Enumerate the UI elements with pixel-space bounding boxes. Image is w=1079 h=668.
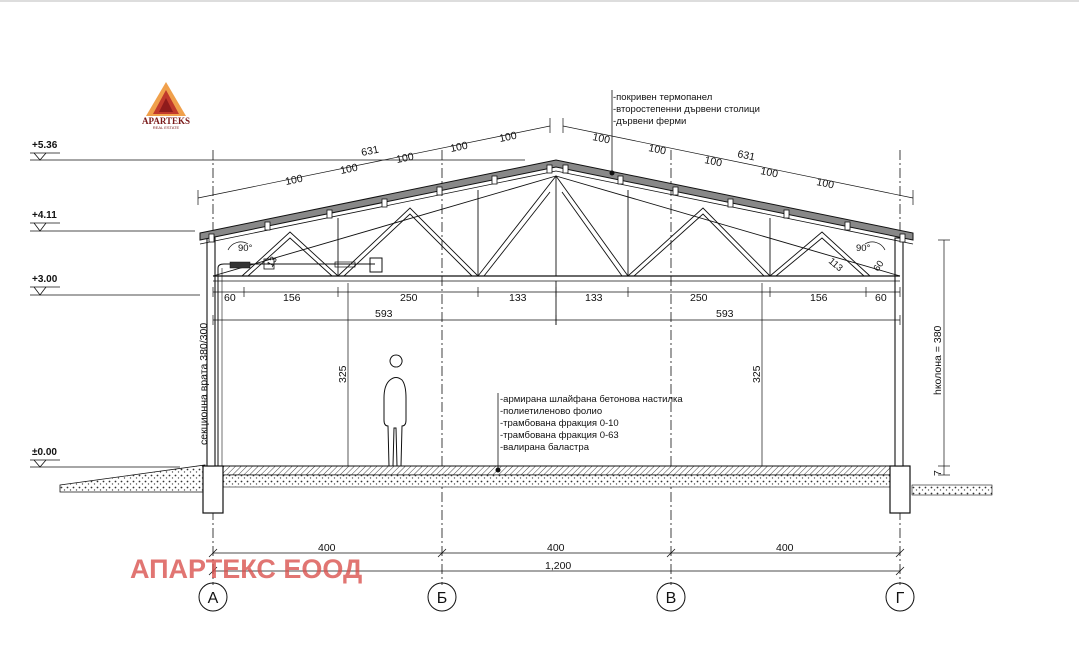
height-left-clear: 325: [337, 365, 349, 383]
roof-dim-left-seg-3: 100: [395, 151, 415, 166]
left-ramp: [59, 464, 206, 493]
roof-dims-right: 100 100 100 100 100 631: [562, 118, 914, 205]
roof-panel: [199, 159, 914, 241]
roof-note-panel: -покривен термопанел: [613, 92, 712, 103]
floor-note-2: -полиетиленово фолио: [500, 406, 602, 417]
floor-gravel: [221, 474, 891, 488]
svg-text:+5.36: +5.36: [32, 140, 58, 151]
logo-text: APARTEKS: [142, 116, 190, 126]
base-height: 7: [932, 470, 944, 476]
roof-dim-right-seg-1: 100: [591, 131, 611, 146]
axis-label-v: В: [666, 590, 677, 607]
angle-left: 90°: [238, 243, 253, 254]
level-mark-000: ±0.00: [30, 447, 180, 468]
grid-dims: 400 400 400 1,200: [208, 542, 905, 576]
floor-notes: -армирана шлайфана бетонова настилка -по…: [495, 393, 683, 473]
level-mark-411: +4.11: [30, 210, 195, 232]
sectional-door: [217, 257, 383, 466]
floor-note-4: -трамбована фракция 0-63: [500, 430, 619, 441]
column-right: [894, 237, 904, 467]
company-logo: APARTEKS REAL ESTATE: [142, 82, 190, 130]
angle-right: 90°: [856, 243, 871, 254]
height-dims: 325 325 hколона = 380 7 секционна врата …: [198, 239, 950, 476]
floor-note-5: -валирана баластра: [500, 442, 590, 453]
truss-dim-8: 60: [875, 292, 887, 304]
level-marks: +5.36 +4.11 +3.00 ±0.00: [30, 140, 525, 468]
roof-dim-right-seg-2: 100: [647, 142, 667, 157]
roof-dim-left-seg-4: 100: [449, 140, 469, 155]
roof-dim-right-seg-3: 100: [703, 154, 723, 169]
roof-notes: -покривен термопанел -второстепенни дърв…: [609, 90, 760, 176]
floor-note-3: -трамбована фракция 0-10: [500, 418, 619, 429]
truss-dim-2: 156: [283, 292, 301, 304]
truss-dim-3: 250: [400, 292, 418, 304]
level-mark-300: +3.00: [30, 274, 200, 296]
roof-dim-left-total: 631: [360, 144, 380, 159]
footing-right: [889, 465, 911, 514]
floor-slab: [212, 465, 901, 476]
truss-dims: 60 156 250 133 133 250 156 60 593 593: [212, 287, 901, 325]
roof: [199, 159, 914, 245]
roof-note-purlins: -второстепенни дървени столици: [613, 104, 760, 115]
axis-label-b: Б: [437, 590, 448, 607]
roof-dim-right-total: 631: [736, 148, 756, 163]
truss-dim-6: 250: [690, 292, 708, 304]
ground-right: [911, 484, 993, 496]
purlins: [208, 164, 906, 243]
truss-dim-1: 60: [224, 292, 236, 304]
roof-dim-left-seg-1: 100: [284, 173, 304, 188]
height-right-clear: 325: [751, 365, 763, 383]
footing-left: [202, 465, 224, 514]
grid-span-2: 400: [547, 542, 565, 554]
svg-text:+4.11: +4.11: [32, 210, 57, 221]
truss-dim-7: 156: [810, 292, 828, 304]
axis-label-a: А: [208, 590, 219, 607]
half-span-right: 593: [716, 308, 734, 320]
axis-bubbles: А Б В Г: [198, 582, 915, 612]
svg-text:+3.00: +3.00: [32, 274, 58, 285]
door-label: секционна врата 380/300: [198, 323, 210, 445]
level-mark-536: +5.36: [30, 140, 525, 161]
half-span-left: 593: [375, 308, 393, 320]
column-height: hколона = 380: [932, 325, 944, 395]
watermark: АПАРТЕКС ЕООД: [130, 554, 362, 584]
roof-dim-right-seg-4: 100: [759, 165, 779, 180]
svg-text:±0.00: ±0.00: [32, 447, 57, 458]
angle-right-60: 60: [871, 259, 886, 274]
person-icon: [383, 354, 407, 467]
logo-subtext: REAL ESTATE: [153, 125, 180, 130]
roof-dim-right-seg-5: 100: [815, 176, 835, 191]
angle-annotations: 90° 13 90° 113 60: [227, 241, 887, 274]
grid-span-3: 400: [776, 542, 794, 554]
roof-dim-left-seg-5: 100: [498, 130, 518, 145]
grid-span-total: 1,200: [545, 560, 571, 572]
ground: [59, 464, 993, 514]
truss-dim-4: 133: [509, 292, 527, 304]
grid-span-1: 400: [318, 542, 336, 554]
roof-note-trusses: -дървени ферми: [613, 116, 686, 127]
angle-left-small: 13: [265, 255, 280, 270]
axis-label-g: Г: [896, 590, 905, 607]
truss-dim-5: 133: [585, 292, 603, 304]
roof-dim-left-seg-2: 100: [339, 162, 359, 177]
truss: [212, 175, 901, 325]
angle-right-small: 113: [826, 256, 845, 274]
floor-note-1: -армирана шлайфана бетонова настилка: [500, 394, 683, 405]
roof-dims-left: 100 100 100 100 100 631: [197, 118, 551, 205]
